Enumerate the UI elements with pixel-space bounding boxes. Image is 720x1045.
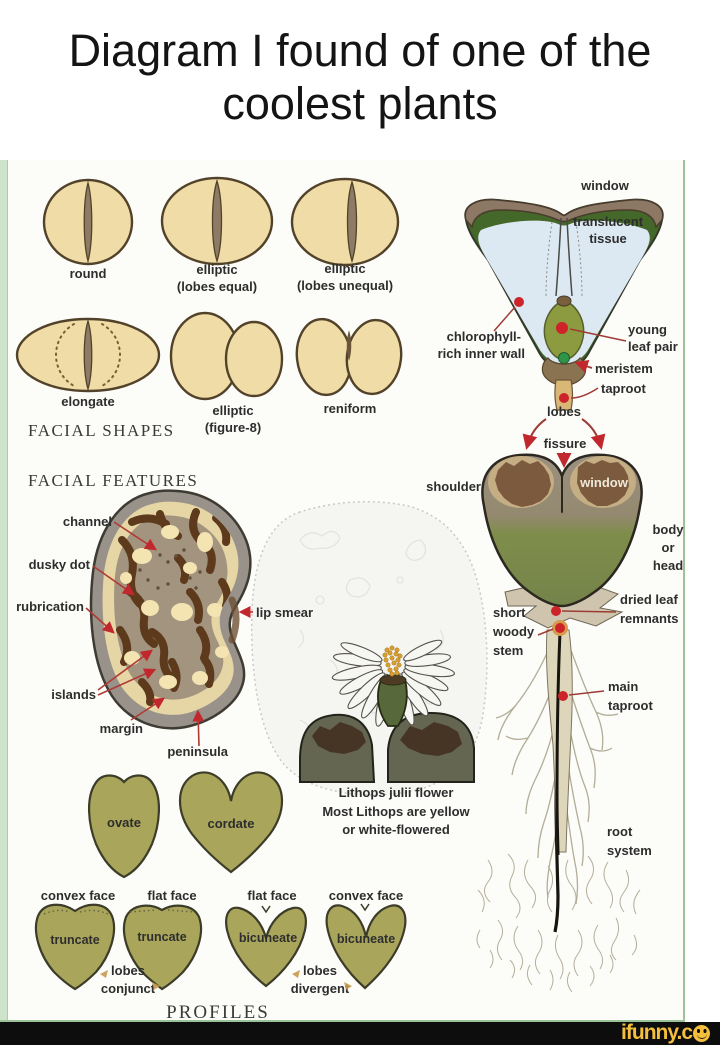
diagram-right-border [683, 160, 685, 1022]
label-elliptic-equal-2: (lobes equal) [177, 279, 257, 294]
ifunny-logo-text: ifunny.c [621, 1020, 693, 1044]
root-mass [476, 853, 641, 993]
label-divergent-1: lobes [303, 963, 337, 978]
label-lobes: lobes [547, 404, 581, 419]
label-meristem: meristem [595, 361, 653, 376]
shape-figure8 [169, 311, 284, 401]
shape-cordate [179, 771, 283, 874]
diagram-bottom-border [0, 1020, 684, 1022]
facial-shapes-group: round elliptic (lobes equal) elliptic (l… [15, 176, 403, 440]
shape-elongate [15, 317, 161, 393]
facial-features-group: FACIAL FEATURES channel dusky dot rubric… [16, 471, 313, 759]
label-root-1: root [607, 824, 633, 839]
label-translucent-1: translucent [573, 214, 644, 229]
label-dried-1: dried leaf [620, 592, 678, 607]
label-stem-2: woody [492, 624, 535, 639]
label-elliptic-unequal-1: elliptic [324, 261, 365, 276]
shape-truncate-2 [122, 904, 203, 991]
label-face-4: convex face [329, 888, 403, 903]
shape-ovate [87, 774, 161, 879]
post-title: Diagram I found of one of the coolest pl… [0, 0, 720, 160]
label-figure8-2: (figure-8) [205, 420, 261, 435]
diagram-right-margin [685, 160, 720, 1022]
stem [545, 629, 573, 853]
label-rubrication: rubrication [16, 599, 84, 614]
label-channel: channel [63, 514, 112, 529]
label-ovate: ovate [107, 815, 141, 830]
shape-reniform [295, 317, 403, 397]
label-body-3: head [653, 558, 683, 573]
label-main-taproot-1: main [608, 679, 638, 694]
label-divergent-2: divergent [291, 981, 350, 996]
translucent-tissue-area [478, 220, 650, 364]
label-bicuneate-2: bicuneate [337, 932, 395, 946]
diagram-left-border [0, 160, 8, 1022]
shape-round [42, 178, 134, 266]
lithops-diagram: round elliptic (lobes equal) elliptic (l… [0, 160, 720, 1022]
flower-caption-3: or white-flowered [342, 822, 450, 837]
post-title-line1: Diagram I found of one of the [68, 25, 652, 76]
ifunny-smiley-icon [693, 1025, 710, 1042]
label-islands: islands [51, 687, 96, 702]
flower-stamens [382, 645, 403, 677]
meristem-dot [558, 352, 570, 364]
flower-caption-2: Most Lithops are yellow [322, 804, 470, 819]
label-cordate: cordate [208, 816, 255, 831]
facial-shapes-heading: FACIAL SHAPES [28, 421, 175, 440]
label-window-body: window [579, 475, 629, 490]
label-body-2: or [662, 540, 675, 555]
label-window-top: window [580, 178, 630, 193]
label-taproot: taproot [601, 381, 646, 396]
label-reniform: reniform [324, 401, 377, 416]
label-young-2: leaf pair [628, 339, 678, 354]
shape-bicuneate-1 [225, 906, 307, 988]
shape-elliptic-equal [160, 176, 274, 266]
label-main-taproot-2: taproot [608, 698, 653, 713]
label-root-2: system [607, 843, 652, 858]
label-chlorophyll-2: rich inner wall [438, 346, 525, 361]
label-face-2: flat face [147, 888, 196, 903]
diagram-artwork: round elliptic (lobes equal) elliptic (l… [15, 176, 684, 1022]
label-dried-2: remnants [620, 611, 679, 626]
label-bicuneate-1: bicuneate [239, 931, 297, 945]
profiles-heading: PROFILES [166, 1002, 270, 1022]
label-conjunct-1: lobes [111, 963, 145, 978]
label-young-1: young [628, 322, 667, 337]
flower-caption-1: Lithops julii flower [339, 785, 454, 800]
shape-bicuneate-2 [325, 904, 407, 990]
label-elliptic-unequal-2: (lobes unequal) [297, 278, 393, 293]
watermark-bar: ifunny.c [0, 1022, 720, 1045]
label-elliptic-equal-1: elliptic [196, 262, 237, 277]
shape-elliptic-unequal [290, 177, 400, 267]
label-chlorophyll-1: chlorophyll- [447, 329, 521, 344]
label-body-1: body [652, 522, 684, 537]
label-conjunct-2: conjunct [101, 981, 156, 996]
post-title-line2: coolest plants [222, 78, 498, 129]
label-elongate: elongate [61, 394, 114, 409]
lip-smear-mark [228, 596, 240, 644]
label-peninsula: peninsula [167, 744, 228, 759]
label-face-3: flat face [247, 888, 296, 903]
cross-section-group: window translucent tissue chlorophyll- r… [438, 178, 678, 468]
label-round: round [70, 266, 107, 281]
label-truncate-1: truncate [50, 933, 99, 947]
label-shoulder: shoulder [426, 479, 481, 494]
flower-receptacle [377, 679, 408, 727]
window-rim [464, 198, 664, 229]
label-stem-1: short [493, 605, 526, 620]
flower-group: Lithops julii flower Most Lithops are ye… [299, 639, 475, 837]
label-truncate-2: truncate [137, 930, 186, 944]
label-translucent-2: tissue [589, 231, 627, 246]
label-dusky-dot: dusky dot [29, 557, 91, 572]
shape-truncate-1 [34, 903, 116, 991]
label-figure8-1: elliptic [212, 403, 253, 418]
label-lip-smear: lip smear [256, 605, 313, 620]
label-fissure: fissure [544, 436, 587, 451]
label-stem-3: stem [493, 643, 523, 658]
facial-features-heading: FACIAL FEATURES [28, 471, 198, 490]
profiles-group: ovate cordate convex face flat face flat… [34, 771, 407, 1022]
label-face-1: convex face [41, 888, 115, 903]
whole-plant-group: shoulder window body or head dried leaf … [426, 453, 684, 993]
label-margin: margin [100, 721, 143, 736]
